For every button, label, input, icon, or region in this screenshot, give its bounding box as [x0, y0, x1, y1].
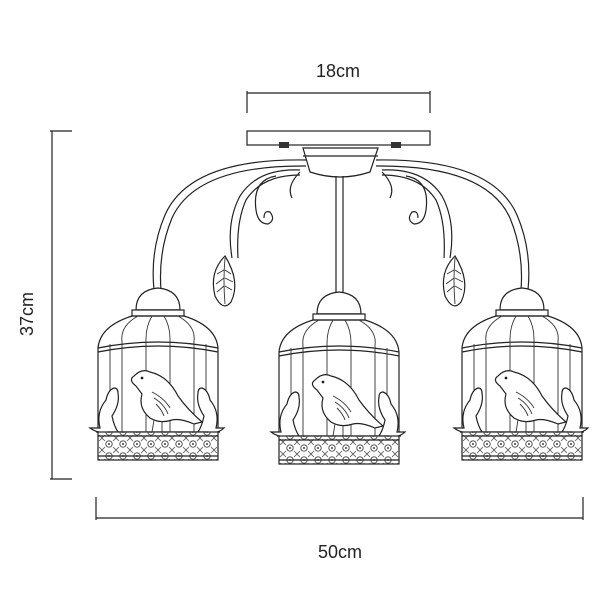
dimension-label-overall-width: 50cm — [318, 542, 362, 562]
left-cage-shade — [89, 287, 225, 461]
dimension-overall-width: 50cm — [95, 497, 584, 562]
dimension-label-top-width: 18cm — [316, 61, 360, 81]
dimension-label-height: 37cm — [17, 292, 37, 336]
dimension-height: 37cm — [17, 130, 72, 480]
center-cage-shade — [270, 291, 406, 465]
right-leaf — [442, 255, 466, 307]
arms — [152, 159, 530, 291]
dimension-top: 18cm — [246, 61, 431, 113]
right-cage-shade — [453, 287, 589, 461]
left-leaf — [212, 255, 236, 307]
ceiling-plate — [246, 130, 431, 292]
